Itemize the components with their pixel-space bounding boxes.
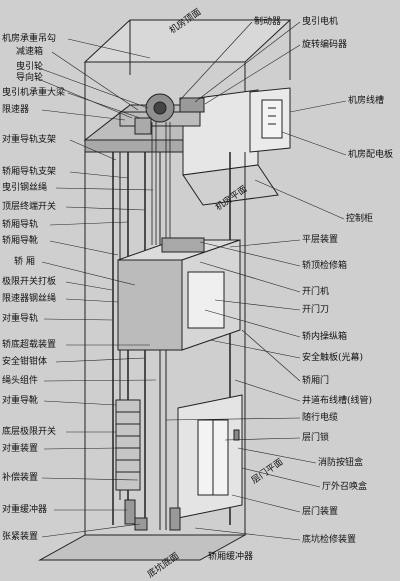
machine-room [83, 19, 292, 140]
label-landing-door-device: 层门装置 [302, 507, 339, 517]
label-reduction-gearbox: 减速箱 [16, 47, 44, 57]
counterweight [115, 399, 141, 491]
label-safety-edge: 安全触板(光幕) [302, 353, 364, 363]
label-car-rail-bracket: 轿厢导轨支架 [2, 167, 57, 177]
label-traveling-cable: 随行电缆 [302, 413, 339, 423]
label-machine-room-hook: 机房承重吊勾 [2, 34, 57, 44]
label-top-terminal-switch: 顶层终端开关 [2, 202, 57, 212]
label-hall-call-box: 厅外召唤盒 [322, 482, 368, 492]
label-distribution-board: 机房配电板 [348, 150, 394, 160]
label-car-overload-device: 轿底超载装置 [2, 340, 57, 350]
label-door-vane: 开门刀 [302, 305, 330, 315]
label-guide-pulley: 导向轮 [16, 73, 44, 83]
label-cwt-guide-rail: 对重导轨 [2, 314, 39, 324]
label-control-cabinet: 控制柜 [346, 214, 374, 224]
label-leveling-device: 平层装置 [302, 235, 339, 245]
label-compensation-device: 补偿装置 [2, 473, 39, 483]
label-cwt-rail-bracket: 对重导轨支架 [2, 135, 57, 145]
label-car-guide-shoe: 轿厢导靴 [2, 236, 39, 246]
label-limit-switch-cam: 极限开关打板 [2, 277, 57, 287]
label-brake: 制动器 [254, 17, 282, 27]
label-pit-inspection-device: 底坑检修装置 [302, 535, 357, 545]
label-door-operator: 开门机 [302, 287, 330, 297]
label-tensioning-device: 张紧装置 [2, 532, 39, 542]
label-traction-rope: 曳引钢丝绳 [2, 183, 48, 193]
label-rope-hitch: 绳头组件 [2, 376, 39, 386]
traction-machine [119, 93, 205, 135]
landing-door [177, 394, 243, 519]
label-car-door: 轿厢门 [302, 376, 330, 386]
label-bottom-limit-switch: 底层极限开关 [2, 427, 57, 437]
label-car-top-inspection-box: 轿顶检修箱 [302, 261, 348, 271]
right-leader-lines [165, 21, 347, 541]
label-traction-motor: 曳引电机 [302, 17, 339, 27]
label-cwt-buffer: 对重缓冲器 [2, 505, 48, 515]
label-car-guide-rail: 轿厢导轨 [2, 220, 39, 230]
label-car-operating-panel: 轿内操纵箱 [302, 332, 348, 342]
label-governor-rope: 限速器钢丝绳 [2, 294, 57, 304]
label-safety-gear-body: 安全钳钳体 [2, 357, 48, 367]
label-counterweight: 对重装置 [2, 444, 39, 454]
label-machine-room-trunking: 机房线槽 [348, 96, 385, 106]
label-cwt-guide-shoe: 对重导靴 [2, 396, 39, 406]
left-leader-lines [35, 38, 157, 538]
label-machine-bearing-beam: 曳引机承重大梁 [2, 88, 66, 98]
label-overspeed-governor: 限速器 [2, 105, 30, 115]
label-landing-door-lock: 层门锁 [302, 433, 330, 443]
label-shaft-wiring-trunking: 井道布线槽(线管) [302, 396, 373, 406]
elevator-car [117, 237, 241, 530]
label-car-buffer: 轿厢缓冲器 [208, 552, 254, 562]
buffers [124, 499, 181, 531]
label-traction-sheave: 曳引轮 [16, 62, 44, 72]
label-car: 轿 厢 [14, 257, 35, 267]
label-rotary-encoder: 旋转编码器 [302, 40, 348, 50]
hoist-ropes [151, 122, 171, 245]
label-fire-service-box: 消防按钮盒 [318, 458, 364, 468]
